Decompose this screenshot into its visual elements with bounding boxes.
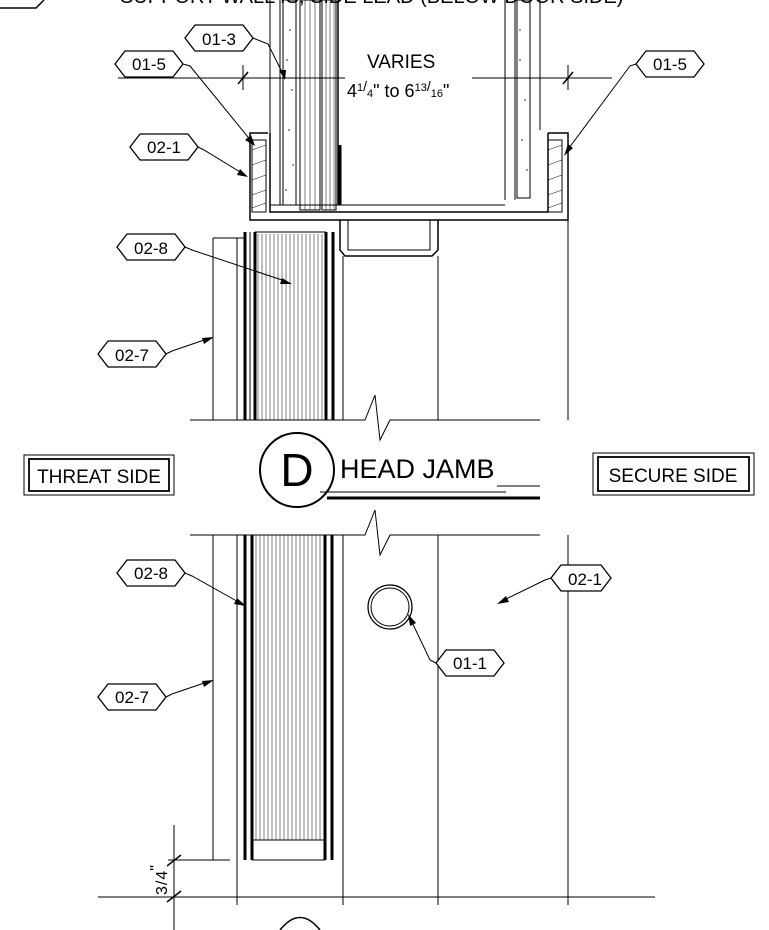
tag-01-5-left: 01-5	[114, 50, 255, 146]
tag-01-5-right: 01-5	[564, 50, 705, 156]
header-partial-text: SUPPORT WALL IS, SIDE LEAD (BELOW DOOR S…	[120, 0, 623, 8]
svg-text:02-8: 02-8	[134, 239, 168, 258]
section-bubble	[259, 432, 335, 508]
svg-text:02-1: 02-1	[147, 138, 181, 157]
door-leaf-lower	[98, 509, 655, 905]
tag-01-3: 01-3	[184, 24, 286, 80]
tag-01-1: 01-1	[408, 614, 505, 677]
break-line-lower	[190, 509, 540, 557]
secure-side-box: SECURE SIDE	[592, 452, 755, 496]
section-label: THREAT SIDE SECURE SIDE D HEAD JAMB	[23, 432, 755, 508]
tag-02-1-bottom: 02-1	[497, 564, 612, 604]
door-stop	[339, 220, 439, 257]
tag-02-1-top: 02-1	[129, 133, 248, 177]
svg-text:02-1: 02-1	[568, 570, 602, 589]
svg-text:01-1: 01-1	[453, 654, 487, 673]
threat-side-label: THREAT SIDE	[37, 467, 161, 488]
svg-text:01-3: 01-3	[202, 30, 236, 49]
wall-section	[249, 0, 569, 257]
bottom-dimension: 3/4"	[148, 825, 321, 930]
varies-range: 41/4" to 613/16"	[347, 78, 449, 101]
door-leaf-upper	[190, 220, 569, 442]
threat-side-box: THREAT SIDE	[23, 454, 175, 496]
bottom-dim-label: 3/4"	[148, 865, 171, 895]
svg-text:01-5: 01-5	[132, 55, 166, 74]
tag-02-7-top: 02-7	[97, 337, 214, 368]
svg-text:02-7: 02-7	[115, 346, 149, 365]
section-bubble-letter: D	[280, 444, 313, 496]
steel-channel-frame	[249, 132, 569, 221]
gypsum-board-right	[516, 0, 531, 199]
tag-02-7-bottom: 02-7	[97, 680, 214, 711]
break-line-upper	[190, 394, 540, 442]
anchor-bolt	[367, 584, 413, 630]
svg-text:01-5: 01-5	[653, 55, 687, 74]
tag-02-8-bottom: 02-8	[116, 559, 246, 606]
header-cut-off: SUPPORT WALL IS, SIDE LEAD (BELOW DOOR S…	[0, 0, 623, 9]
varies-label: VARIES	[367, 52, 435, 73]
section-title: HEAD JAMB	[340, 454, 495, 484]
gypsum-board-left	[282, 0, 297, 206]
secure-side-label: SECURE SIDE	[609, 466, 738, 487]
tag-02-8-top: 02-8	[116, 233, 292, 284]
svg-text:02-8: 02-8	[134, 564, 168, 583]
svg-text:02-7: 02-7	[115, 688, 149, 707]
varies-dimension: VARIES 41/4" to 613/16"	[118, 52, 612, 101]
